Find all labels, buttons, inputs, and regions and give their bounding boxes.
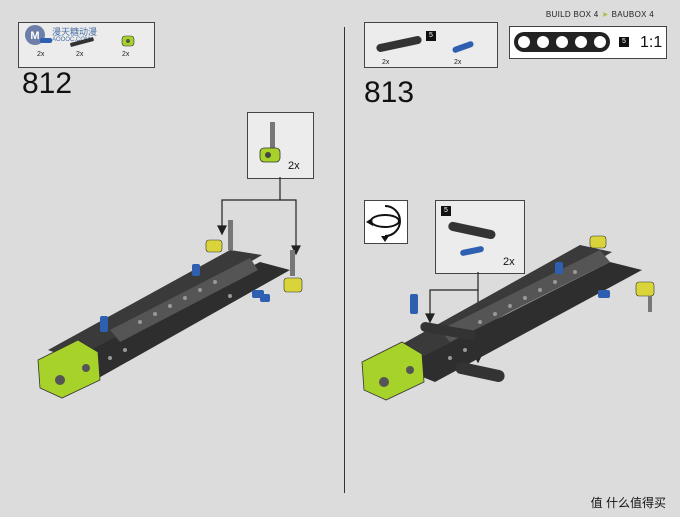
- beam-assembly: [37, 220, 303, 399]
- lime-connector-icon: [121, 35, 135, 47]
- callout-beam-pin-icon: [448, 221, 496, 256]
- watermark-site: 漫天糖动漫: [52, 27, 98, 37]
- callout-axle-connector-icon: [259, 122, 281, 163]
- part-qty: 2x: [454, 59, 462, 66]
- footer-brand: 值 什么值得买: [590, 496, 666, 510]
- callout-qty: 2x: [503, 256, 515, 268]
- step-number-812: 812: [22, 67, 73, 100]
- part-qty: 2x: [76, 51, 84, 58]
- blue-pin-icon: [40, 38, 52, 43]
- header-arrow-icon: ➤: [601, 10, 609, 19]
- step-number-813: 813: [364, 76, 415, 109]
- beam-assembly: [361, 235, 655, 401]
- scale-badge: 5: [619, 37, 629, 47]
- callout-qty: 2x: [288, 160, 300, 172]
- full-scale-beam-icon: [514, 32, 610, 52]
- header-baubox: BAUBOX 4: [611, 10, 654, 19]
- page-header: BUILD BOX 4➤BAUBOX 4: [546, 10, 654, 19]
- callout-box-812: [247, 112, 314, 179]
- length-badge: 5: [426, 31, 436, 41]
- scale-ratio: 1:1: [640, 34, 663, 51]
- blue-pin-icon: [452, 41, 474, 53]
- black-axle-icon: [70, 37, 94, 47]
- watermark-url: AOOOC.COM: [52, 37, 91, 43]
- part-qty: 2x: [382, 59, 390, 66]
- svg-text:M: M: [30, 30, 39, 42]
- arrow-icon: [217, 177, 301, 256]
- header-build-box: BUILD BOX 4: [545, 10, 599, 19]
- part-qty: 2x: [37, 51, 45, 58]
- page-divider: [344, 27, 345, 493]
- callout-length-badge: 5: [441, 206, 451, 216]
- part-qty: 2x: [122, 51, 130, 58]
- black-beam-icon: [376, 36, 422, 52]
